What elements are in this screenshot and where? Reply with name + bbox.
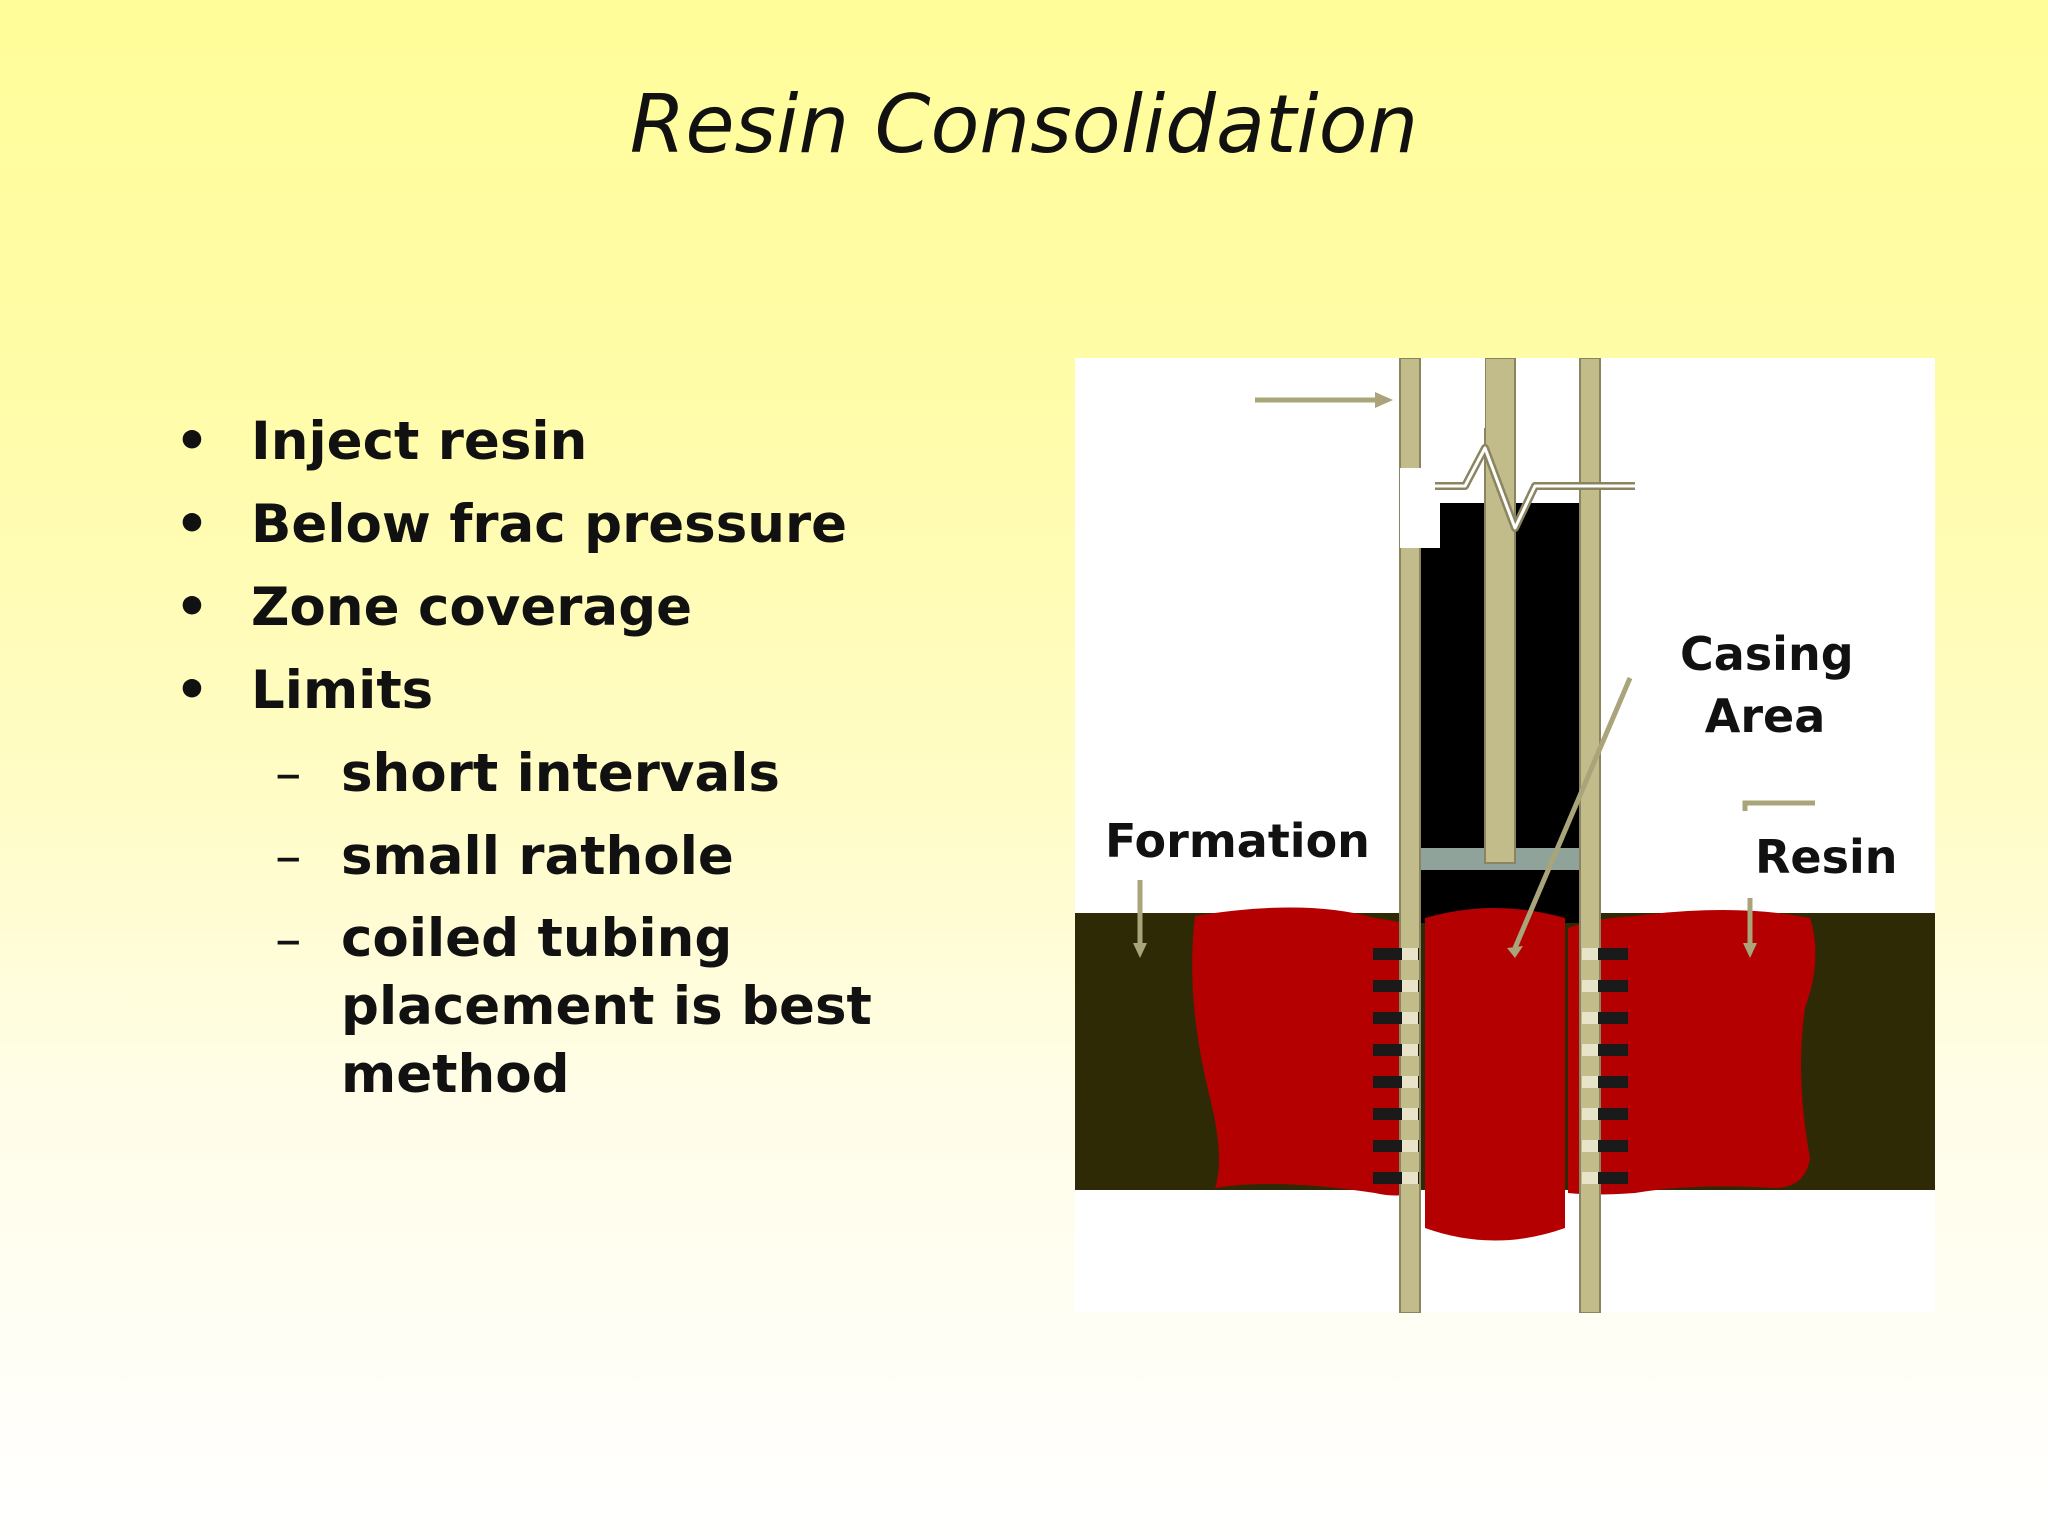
wellbore-diagram-svg <box>1075 358 1935 1313</box>
bullet-item: • Below frac pressure <box>175 483 1075 566</box>
bullet-icon: • <box>175 660 209 721</box>
perforations-left <box>1373 948 1419 1184</box>
injection-arrow-head <box>1375 392 1393 408</box>
bullet-text: Inject resin <box>251 411 588 472</box>
resin-right <box>1568 909 1816 1195</box>
casing-area-pointer-head <box>1507 946 1523 958</box>
bullet-text: Below frac pressure <box>251 494 848 555</box>
casing-area-label-line2: Area <box>1704 689 1826 743</box>
bullet-item: • Inject resin <box>175 400 1075 483</box>
bullet-icon: • <box>175 577 209 638</box>
bullet-icon: • <box>175 494 209 555</box>
resin-consolidation-diagram: Casing Area Formation Resin <box>1075 358 1935 1313</box>
sub-bullet-item: – small rathole <box>175 815 1075 898</box>
sub-bullet-text: coiled tubing placement is best method <box>341 908 872 1105</box>
bullet-text: Zone coverage <box>251 577 693 638</box>
casing-right <box>1579 358 1601 1313</box>
sub-bullet-item: – short intervals <box>175 732 1075 815</box>
bullet-text: Limits <box>251 660 434 721</box>
sub-bullet-text: short intervals <box>341 743 780 804</box>
break-line-inner <box>1435 446 1635 530</box>
dash-icon: – <box>275 909 302 970</box>
casing-area-label-line1: Casing <box>1680 627 1854 681</box>
bullet-icon: • <box>175 411 209 472</box>
resin-left <box>1192 907 1420 1196</box>
casing-area-pointer <box>1512 677 1633 949</box>
dash-icon: – <box>275 826 302 887</box>
perforations-right <box>1582 948 1628 1184</box>
casing-area-label: Casing Area <box>1680 623 1854 747</box>
dash-icon: – <box>275 743 302 804</box>
resin-pointer-head <box>1743 943 1757 958</box>
slide-title: Resin Consolidation <box>629 78 1419 171</box>
bullet-list: • Inject resin • Below frac pressure • Z… <box>175 400 1075 1105</box>
resin-wellbore <box>1425 908 1565 1241</box>
upper-gap <box>1445 358 1485 428</box>
bullet-item: • Zone coverage <box>175 566 1075 649</box>
formation-label: Formation <box>1105 814 1370 868</box>
break-mask <box>1400 468 1440 548</box>
formation-pointer-head <box>1133 943 1147 958</box>
sub-bullet-item: – coiled tubing placement is best method <box>175 898 1075 1105</box>
resin-label: Resin <box>1755 830 1898 884</box>
tubing <box>1484 358 1516 864</box>
casing-left <box>1399 358 1421 1313</box>
resin-pointer-top <box>1742 800 1815 811</box>
bullet-item: • Limits <box>175 649 1075 732</box>
sub-bullet-text: small rathole <box>341 826 734 887</box>
